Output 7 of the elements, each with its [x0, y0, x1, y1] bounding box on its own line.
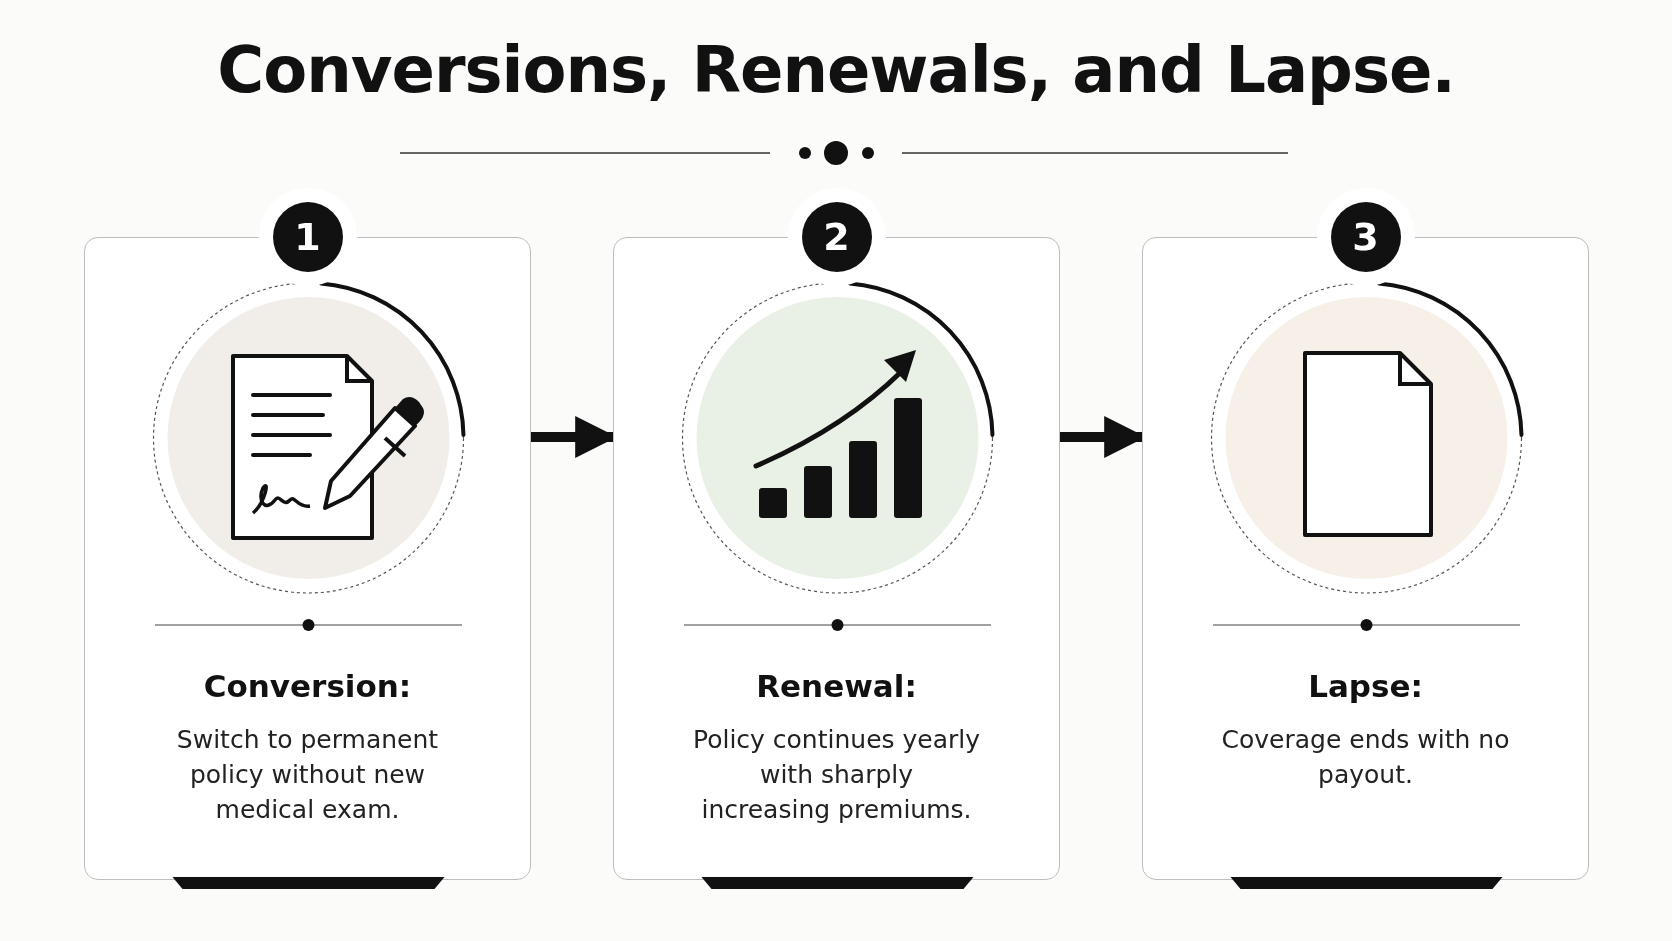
title: Conversions, Renewals, and Lapse.: [216, 32, 1456, 109]
step-heading: Conversion:: [202, 667, 413, 706]
step-description: Policy continues yearly with sharply increasing premiums.: [692, 724, 981, 826]
step-description: Switch to permanent policy without new medical exam.: [175, 724, 440, 826]
step-heading: Lapse:: [1307, 667, 1424, 706]
step-description: Coverage ends with no payout.: [1221, 724, 1510, 791]
step-heading: Renewal:: [755, 667, 918, 706]
